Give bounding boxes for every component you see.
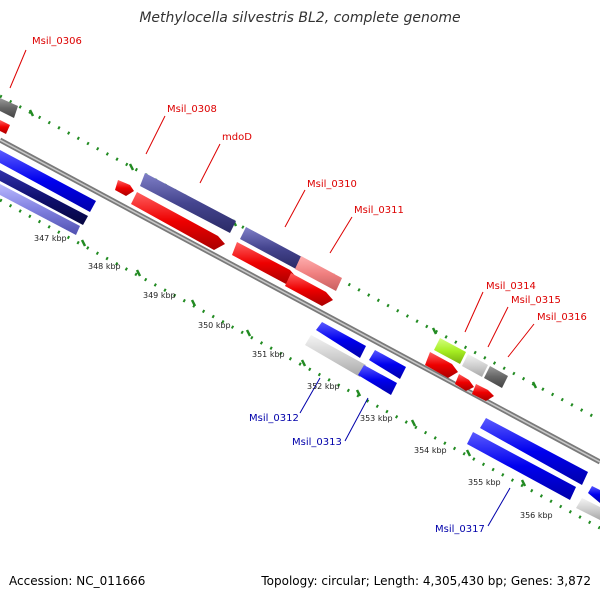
tick-label-355: 355 kbp [468, 478, 501, 487]
label-msil-0313[interactable]: Msil_0313 [292, 437, 342, 448]
gene-msil-0313[interactable] [358, 365, 397, 395]
tick-label-351: 351 kbp [252, 350, 285, 359]
reverse-gene-labels: Msil_0312 Msil_0313 Msil_0317 [249, 413, 485, 535]
label-mdod[interactable]: mdoD [222, 132, 252, 143]
gene-msil-0316[interactable] [484, 366, 508, 388]
gene-red-4[interactable] [285, 273, 333, 306]
tick-labels: 347 kbp 348 kbp 349 kbp 350 kbp 351 kbp … [34, 234, 553, 520]
gene-msil-0315[interactable] [462, 354, 488, 377]
forward-genes [0, 98, 508, 401]
tick-label-350: 350 kbp [198, 321, 231, 330]
gene-red-5[interactable] [425, 352, 458, 378]
tick-label-348: 348 kbp [88, 262, 121, 271]
label-msil-0317[interactable]: Msil_0317 [435, 524, 485, 535]
genome-backbone [0, 137, 600, 465]
label-msil-0310[interactable]: Msil_0310 [307, 179, 357, 190]
gene-msil-0308[interactable] [140, 173, 236, 233]
label-msil-0306[interactable]: Msil_0306 [32, 36, 82, 47]
gene-blue-left-1[interactable] [0, 150, 96, 212]
gene-red-3[interactable] [232, 242, 297, 284]
tick-label-354: 354 kbp [414, 446, 447, 455]
gene-lavender-left[interactable] [0, 184, 80, 235]
inner-dot-ring [0, 198, 600, 530]
gene-msil-0314[interactable] [434, 338, 466, 364]
tick-label-353: 353 kbp [360, 414, 393, 423]
topology-text: Topology: circular; Length: 4,305,430 bp… [261, 574, 591, 588]
gene-grey-right[interactable] [576, 498, 600, 520]
accession-text: Accession: NC_011666 [9, 574, 146, 588]
label-msil-0312[interactable]: Msil_0312 [249, 413, 299, 424]
label-msil-0311[interactable]: Msil_0311 [354, 205, 404, 216]
gene-red-small-2[interactable] [115, 180, 134, 196]
reverse-genes [0, 150, 600, 520]
tick-label-352: 352 kbp [307, 382, 340, 391]
gene-msil-0312-blue[interactable] [316, 322, 366, 358]
tick-label-356: 356 kbp [520, 511, 553, 520]
gene-msil-0317[interactable] [467, 432, 576, 500]
forward-gene-labels: Msil_0306 Msil_0308 mdoD Msil_0310 Msil_… [32, 36, 587, 323]
gene-msil-0311[interactable] [295, 256, 342, 291]
gene-red-6[interactable] [455, 374, 474, 391]
label-msil-0315[interactable]: Msil_0315 [511, 295, 561, 306]
label-msil-0316[interactable]: Msil_0316 [537, 312, 587, 323]
gene-msil-0310[interactable] [240, 227, 302, 269]
label-leader-lines [9, 49, 535, 527]
major-ticks-inner [80, 239, 527, 487]
tick-label-347: 347 kbp [34, 234, 67, 243]
gene-blue-3[interactable] [480, 418, 588, 485]
label-msil-0308[interactable]: Msil_0308 [167, 104, 217, 115]
gene-mdod[interactable] [131, 192, 225, 250]
tick-label-349: 349 kbp [143, 291, 176, 300]
map-title: Methylocella silvestris BL2, complete ge… [139, 10, 461, 26]
gene-msil-0306[interactable] [0, 98, 18, 118]
label-msil-0314[interactable]: Msil_0314 [486, 281, 536, 292]
gene-blue-2[interactable] [369, 350, 406, 379]
gene-msil-0312[interactable] [305, 335, 366, 377]
gene-red-7[interactable] [472, 384, 494, 401]
gene-navy-left[interactable] [0, 170, 88, 225]
gene-red-small-1[interactable] [0, 120, 10, 134]
gene-blue-4[interactable] [588, 486, 600, 503]
